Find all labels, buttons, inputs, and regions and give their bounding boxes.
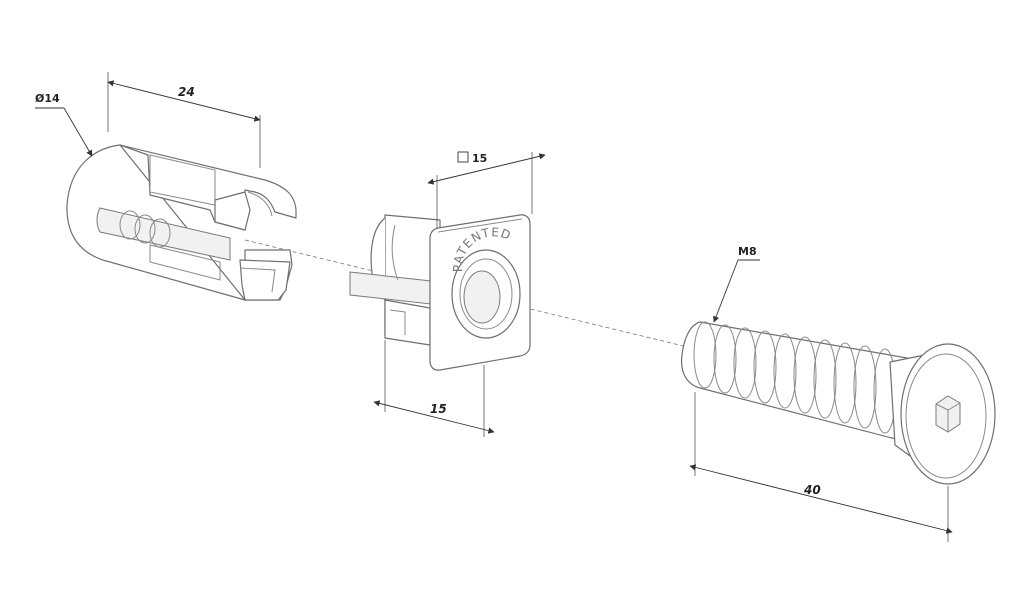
slotted-sleeve: [66, 144, 297, 301]
dimension-24: 24: [107, 72, 261, 168]
thread-callout: M8: [713, 245, 760, 323]
countersunk-bolt: [680, 321, 996, 485]
square-symbol-icon: [457, 151, 469, 163]
diameter-callout: Ø14: [35, 92, 93, 157]
dimension-square-15: 15: [427, 151, 546, 228]
plate-width-label: 15: [430, 402, 447, 416]
dimension-15: 15: [373, 340, 495, 437]
square-size-label: 15: [472, 152, 487, 165]
thread-label: M8: [738, 245, 757, 258]
bolt-length-label: 40: [803, 483, 821, 497]
dimension-40: 40: [689, 392, 953, 542]
square-insert: PATENTED: [349, 214, 531, 371]
sleeve-length-label: 24: [178, 85, 195, 99]
diameter-label: Ø14: [35, 92, 60, 105]
